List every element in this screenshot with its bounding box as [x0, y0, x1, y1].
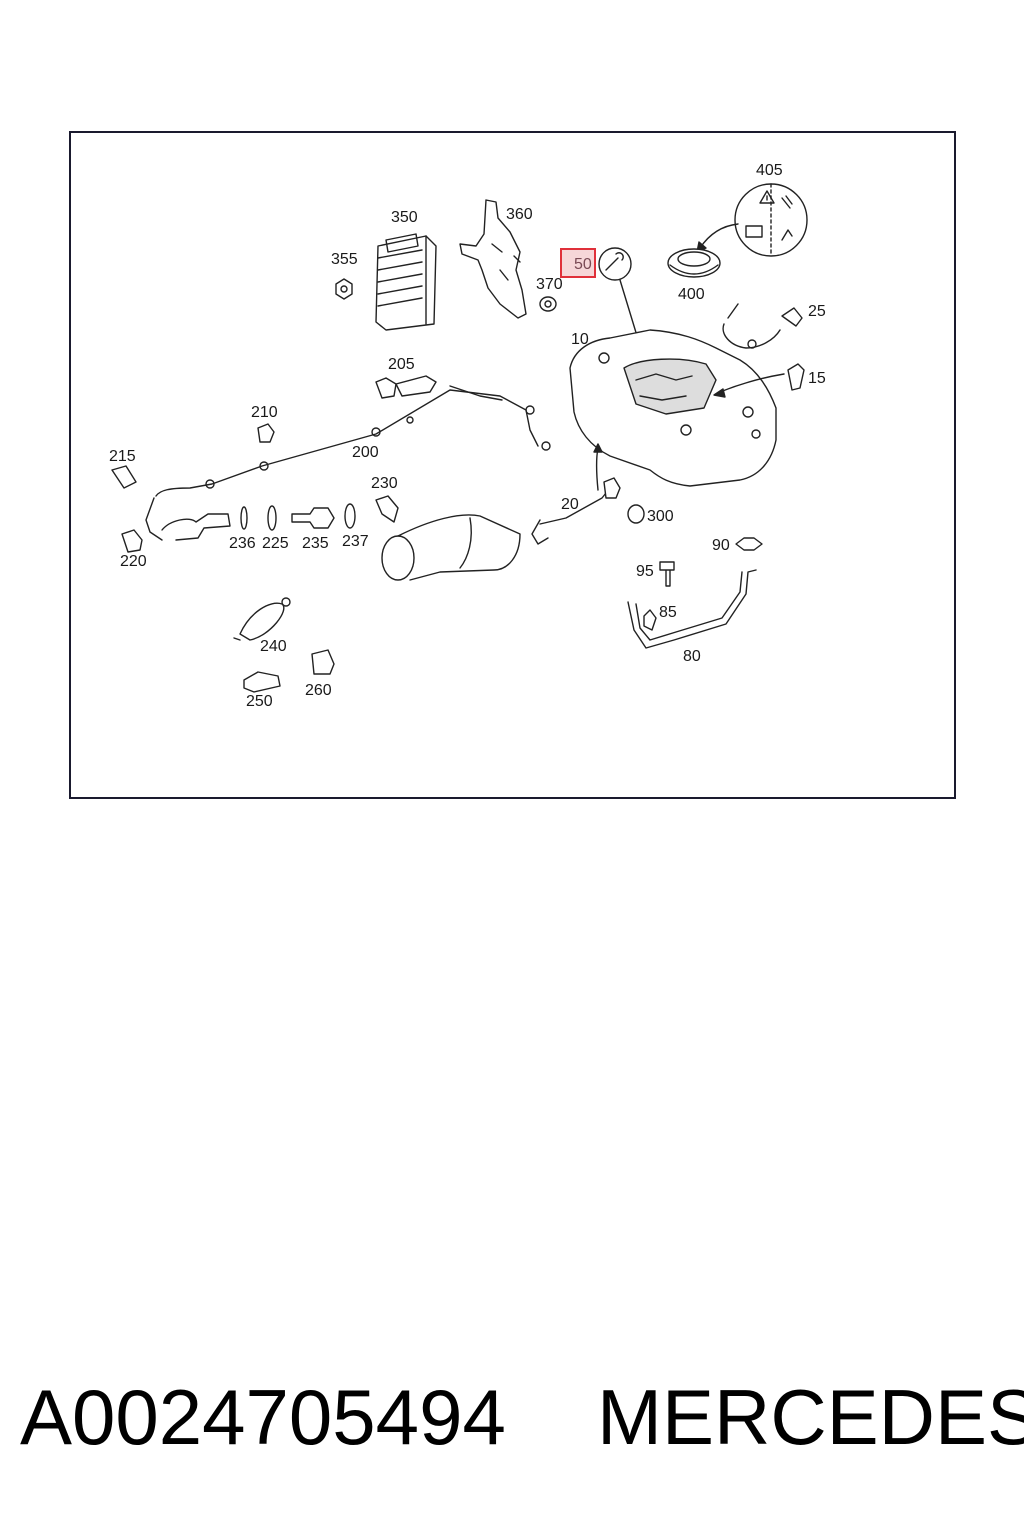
- label-20: 20: [561, 496, 579, 513]
- label-95: 95: [636, 563, 654, 580]
- filler-cap-part: [667, 248, 721, 278]
- brand-caption: MERCEDES: [597, 1373, 1024, 1461]
- part-number-caption: A0024705494: [20, 1373, 506, 1461]
- label-200: 200: [352, 444, 379, 461]
- tank-strap-part: [627, 569, 757, 649]
- highlighted-part-box[interactable]: [560, 248, 596, 278]
- fuel-tank-part: [569, 329, 777, 487]
- filler-neck-part: [381, 514, 521, 581]
- label-405: 405: [756, 162, 783, 179]
- label-220: 220: [120, 553, 147, 570]
- highlighted-part-number[interactable]: 50: [574, 256, 592, 273]
- label-80: 80: [683, 648, 701, 665]
- label-355: 355: [331, 251, 358, 268]
- label-350: 350: [391, 209, 418, 226]
- label-230: 230: [371, 475, 398, 492]
- label-260: 260: [305, 682, 332, 699]
- label-250: 250: [246, 693, 273, 710]
- label-300: 300: [647, 508, 674, 525]
- label-10: 10: [571, 331, 589, 348]
- label-90: 90: [712, 537, 730, 554]
- label-237: 237: [342, 533, 369, 550]
- label-240: 240: [260, 638, 287, 655]
- warning-label-part: [734, 183, 808, 257]
- label-236: 236: [229, 535, 256, 552]
- label-15: 15: [808, 370, 826, 387]
- fuel-line-part: [145, 385, 539, 541]
- label-370: 370: [536, 276, 563, 293]
- label-85: 85: [659, 604, 677, 621]
- control-unit-part: [375, 233, 437, 331]
- label-25: 25: [808, 303, 826, 320]
- label-225: 225: [262, 535, 289, 552]
- bracket-part: [459, 199, 527, 319]
- label-210: 210: [251, 404, 278, 421]
- label-400: 400: [678, 286, 705, 303]
- label-235: 235: [302, 535, 329, 552]
- label-360: 360: [506, 206, 533, 223]
- parts-diagram: [111, 183, 808, 693]
- label-215: 215: [109, 448, 136, 465]
- label-205: 205: [388, 356, 415, 373]
